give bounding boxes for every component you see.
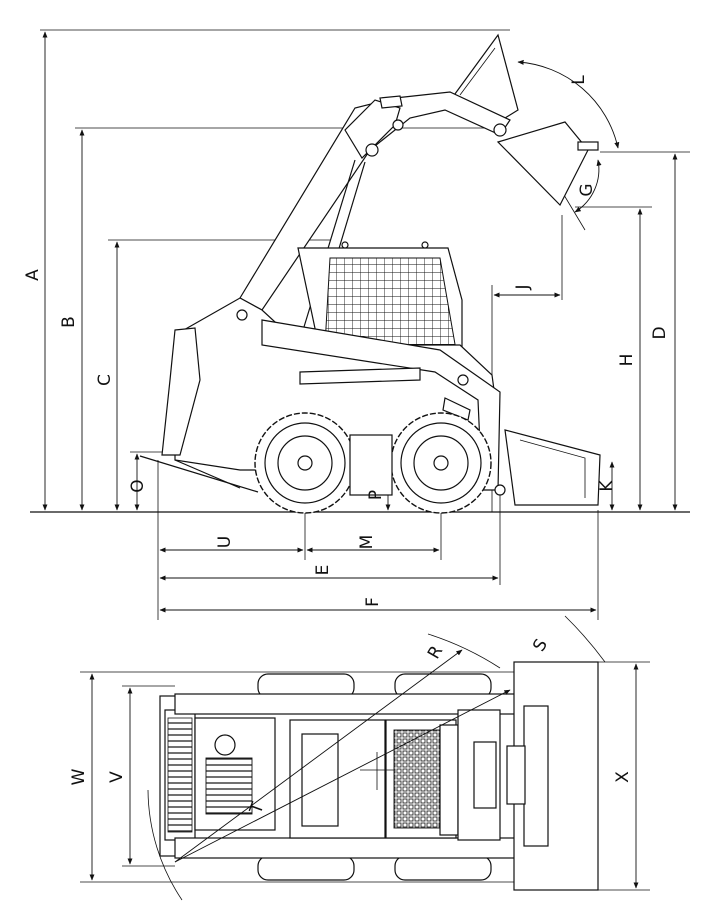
dimension-labels: A B C O D H K G L J P U M E F R S T W V … (23, 75, 670, 818)
dim-g-arc (574, 159, 602, 213)
label-w: W (69, 768, 89, 785)
s-arc (564, 615, 606, 663)
label-s: S (529, 636, 552, 655)
rear-wheel (254, 412, 356, 514)
label-l: L (569, 75, 589, 85)
tire-front-right (394, 855, 492, 881)
side-view (30, 29, 690, 620)
cab-roof-grid (393, 729, 441, 829)
top-view (80, 615, 650, 901)
label-h: H (617, 354, 637, 367)
bucket-lowered (504, 429, 601, 506)
label-f: F (363, 597, 383, 607)
rear-swing-arc (147, 789, 183, 901)
label-p: P (366, 490, 386, 500)
dim-r-line (174, 649, 463, 863)
bucket-raised-mid (496, 121, 589, 207)
dim-l-arc (517, 59, 620, 149)
engine-vent (205, 757, 253, 815)
label-m: M (357, 535, 377, 550)
tire-rear-right (257, 855, 355, 881)
label-v: V (107, 771, 127, 783)
r-arc (427, 633, 501, 669)
boom-bracket (344, 99, 401, 159)
front-wheel (390, 412, 492, 514)
label-j: J (513, 284, 533, 290)
label-d: D (650, 326, 670, 339)
label-u: U (215, 536, 235, 548)
label-r: R (424, 642, 447, 662)
label-b: B (59, 316, 79, 328)
label-a: A (23, 269, 43, 281)
label-x: X (613, 771, 633, 783)
dim-s-line (174, 689, 511, 863)
label-k: K (597, 480, 617, 492)
label-c: C (95, 374, 115, 386)
label-e: E (313, 565, 333, 576)
center-plate (349, 434, 393, 496)
rear-engine-cover (161, 327, 201, 456)
label-g: G (577, 183, 597, 196)
arm-top-right (174, 837, 516, 859)
label-o: O (128, 479, 148, 492)
bucket-teeth (577, 141, 599, 151)
